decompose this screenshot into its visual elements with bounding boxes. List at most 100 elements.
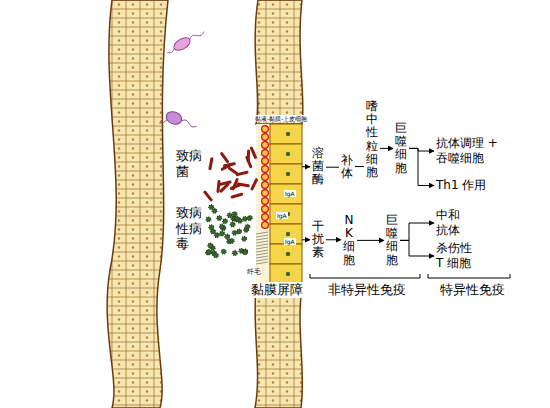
virus-particle <box>206 217 211 222</box>
mucus-granule <box>262 126 269 133</box>
immune-step: NK细胞 <box>343 214 355 267</box>
mucus-granule <box>262 174 269 181</box>
mucus-granule <box>262 158 269 165</box>
section-label: 黏膜屏障 <box>250 282 304 298</box>
step-text: Th1 作用 <box>436 178 486 193</box>
epithelial-cell <box>270 144 302 164</box>
flagellum <box>159 112 197 136</box>
mucus-layer <box>256 124 302 288</box>
epithelial-cell <box>270 244 302 264</box>
virus-particle <box>235 217 240 222</box>
flow-arrow <box>409 148 434 185</box>
barrier-arrow <box>302 166 310 167</box>
virus-particle <box>247 216 252 221</box>
mucus-granule <box>262 222 269 229</box>
group-bracket <box>310 274 420 278</box>
mucus-granule <box>262 214 269 221</box>
cilium <box>256 235 268 237</box>
immune-step: 抗体调理 + 吞噬细胞 <box>436 136 500 166</box>
cell-nucleus <box>286 252 290 256</box>
cell-nucleus <box>286 272 290 276</box>
cilium <box>256 259 268 261</box>
pathogen-label: 致病性病毒 <box>176 205 204 252</box>
rod-bacterium <box>220 182 230 184</box>
rod-bacterium <box>247 151 250 161</box>
cilium <box>256 247 268 249</box>
cilium <box>256 244 268 246</box>
immune-step: 嗜中性粒细胞 <box>366 100 378 179</box>
immune-step: 溶菌酶 <box>312 147 324 187</box>
rod-bacterium <box>232 194 242 197</box>
rod-bacterium <box>229 168 237 174</box>
cilium <box>256 253 268 255</box>
right-epithelium <box>255 288 302 408</box>
pathogen-label: 致病菌 <box>176 148 204 179</box>
flow-arrow <box>380 148 393 149</box>
structure-label: 黏液-黏膜-上皮细胞 <box>254 115 308 122</box>
step-text: NK细胞 <box>343 214 355 267</box>
step-text: 中和抗体 <box>436 208 463 238</box>
flagellum <box>166 30 204 54</box>
barrier-arrow <box>302 239 310 240</box>
mucus-granule <box>262 142 269 149</box>
step-text: 巨噬细胞 <box>386 214 398 267</box>
flow-arrow <box>355 166 364 167</box>
rod-bacterium <box>218 182 219 192</box>
rod-bacterium <box>252 180 256 189</box>
virus-particle <box>209 205 214 210</box>
step-text: 抗体调理 + 吞噬细胞 <box>436 136 500 166</box>
virus-particle <box>217 216 222 221</box>
antibody-label: IgA <box>276 212 288 219</box>
virus-particle <box>223 219 228 224</box>
step-text: 补体 <box>341 154 353 180</box>
mucus-granule <box>262 134 269 141</box>
virus-particle <box>243 249 248 254</box>
mucosa-cells <box>256 124 302 296</box>
mucus-granule <box>262 190 269 197</box>
epithelial-cell <box>270 164 302 184</box>
right-epithelium <box>255 0 303 124</box>
cilium <box>256 262 268 264</box>
virus-particle <box>230 222 235 227</box>
cell-nucleus <box>286 232 290 236</box>
virus-particle <box>242 236 247 241</box>
epithelial-cell <box>270 264 302 284</box>
cilium <box>256 250 268 252</box>
antibody-label: IgA <box>284 238 296 245</box>
layout-lines <box>310 274 510 278</box>
immune-step: Th1 作用 <box>436 178 486 193</box>
section-label: 非特异性免疫 <box>328 282 406 298</box>
flow-arrow <box>326 239 341 240</box>
virus-particle <box>243 250 248 255</box>
flow-arrow <box>357 240 384 241</box>
cilium <box>256 238 268 240</box>
step-text: 杀伤性 T 细胞 <box>436 241 478 271</box>
immune-step: 干扰素 <box>312 220 324 260</box>
virus-particle <box>212 209 217 214</box>
virus-particle <box>220 231 225 236</box>
virus-particle <box>214 233 219 238</box>
bacteria-rods <box>205 148 256 200</box>
immune-step: 中和抗体 <box>436 208 463 238</box>
rod-bacterium <box>210 159 212 169</box>
flow-arrow <box>400 240 434 256</box>
group-bracket <box>428 274 510 278</box>
cilium <box>256 256 268 258</box>
flow-arrow <box>400 223 434 240</box>
step-text: 干扰素 <box>312 220 324 260</box>
rod-bacterium <box>231 185 240 189</box>
immune-step: 补体 <box>341 154 353 180</box>
step-text: 嗜中性粒细胞 <box>366 100 378 179</box>
mucus-granule <box>262 150 269 157</box>
immune-step: 杀伤性 T 细胞 <box>436 241 478 271</box>
epithelial-cell <box>270 204 302 224</box>
rod-bacterium <box>224 164 234 166</box>
bacterium-body <box>172 35 193 53</box>
virus-particle <box>220 224 225 229</box>
mucus-granule <box>262 166 269 173</box>
bacterium-body <box>164 110 183 127</box>
rod-bacterium <box>251 148 255 157</box>
cell-nucleus <box>286 132 290 136</box>
antibody-label: IgA <box>284 190 296 197</box>
